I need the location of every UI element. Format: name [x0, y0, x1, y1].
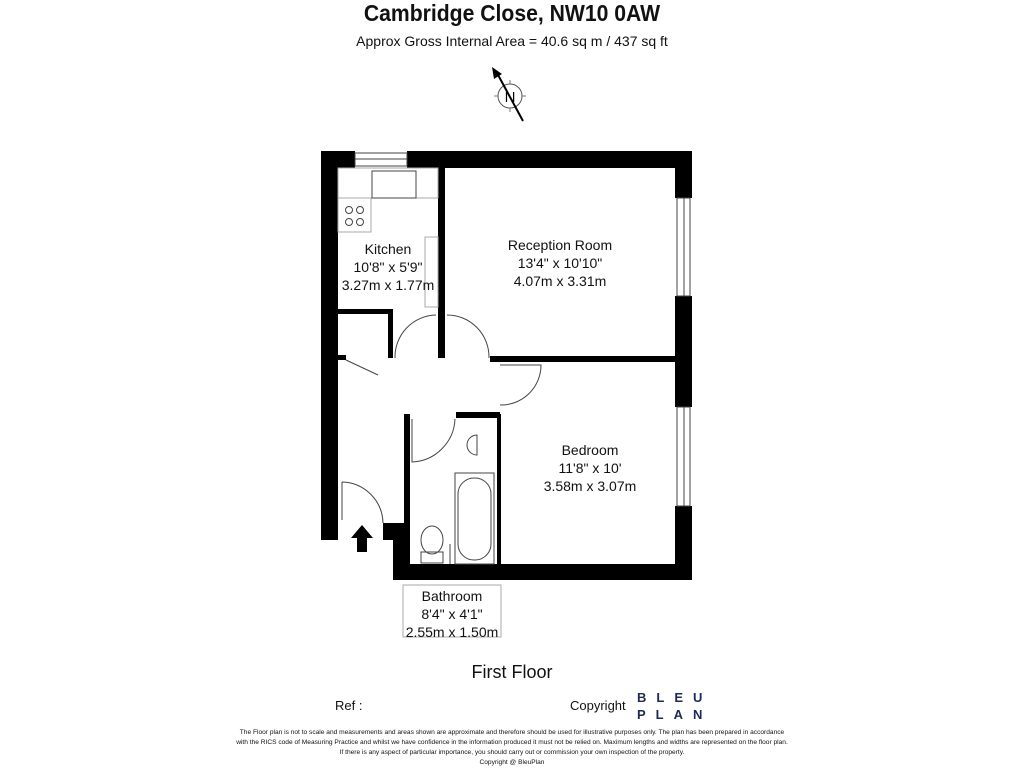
bleuplan-logo: BLEU PLAN	[637, 689, 712, 723]
gross-area: Approx Gross Internal Area = 40.6 sq m /…	[356, 33, 668, 49]
svg-text:N: N	[505, 89, 516, 106]
room-imperial: 13'4" x 10'10"	[517, 255, 603, 271]
room-metric: 4.07m x 3.31m	[513, 273, 607, 289]
room-metric: 3.27m x 1.77m	[341, 277, 435, 293]
room-name: Bathroom	[421, 588, 483, 604]
walls	[321, 151, 692, 580]
room-metric: 2.55m x 1.50m	[405, 624, 499, 640]
logo-line-1: BLEU	[637, 690, 713, 705]
door-swing	[394, 314, 437, 359]
disclaimer-line: Copyright @ BleuPlan	[479, 759, 545, 766]
compass-icon: N	[492, 67, 526, 122]
sink-icon	[371, 170, 417, 199]
hob-icon	[337, 197, 372, 233]
copyright-label: Copyright	[570, 698, 626, 713]
fixtures	[337, 152, 691, 565]
bath-icon	[454, 472, 495, 565]
entrance-arrow-icon	[351, 525, 373, 552]
property-title: Cambridge Close, NW10 0AW	[363, 0, 661, 26]
disclaimer-line: If there is any aspect of particular imp…	[339, 749, 685, 756]
room-imperial: 11'8" x 10'	[558, 460, 622, 476]
room-metric: 3.58m x 3.07m	[543, 478, 637, 494]
door-swing	[345, 359, 379, 376]
door-swing	[446, 314, 490, 359]
bathroom-label-box	[402, 584, 502, 638]
disclaimer-line: The Floor plan is not to scale and measu…	[239, 729, 785, 736]
room-imperial: 8'4" x 4'1"	[421, 606, 483, 622]
room-name: Bedroom	[561, 442, 619, 458]
room-imperial: 10'8" x 5'9"	[353, 259, 423, 275]
ref-label: Ref :	[335, 698, 363, 713]
logo-line-2: PLAN	[637, 707, 713, 722]
room-reception: Reception Room 13'4" x 10'10" 4.07m x 3.…	[470, 236, 650, 290]
door-swing	[411, 418, 456, 463]
room-name: Kitchen	[364, 241, 412, 257]
basin-icon	[466, 434, 478, 456]
floor-label: First Floor	[471, 662, 553, 682]
room-bathroom: Bathroom 8'4" x 4'1" 2.55m x 1.50m	[403, 587, 501, 641]
disclaimer-line: with the RICS code of Measuring Practice…	[236, 739, 788, 746]
door-swing	[341, 481, 384, 524]
toilet-icon	[420, 525, 444, 555]
disclaimer: The Floor plan is not to scale and measu…	[180, 728, 844, 768]
room-kitchen: Kitchen 10'8" x 5'9" 3.27m x 1.77m	[338, 240, 438, 294]
door-swing	[499, 364, 542, 406]
room-bedroom: Bedroom 11'8" x 10' 3.58m x 3.07m	[500, 441, 680, 495]
room-name: Reception Room	[507, 237, 613, 253]
